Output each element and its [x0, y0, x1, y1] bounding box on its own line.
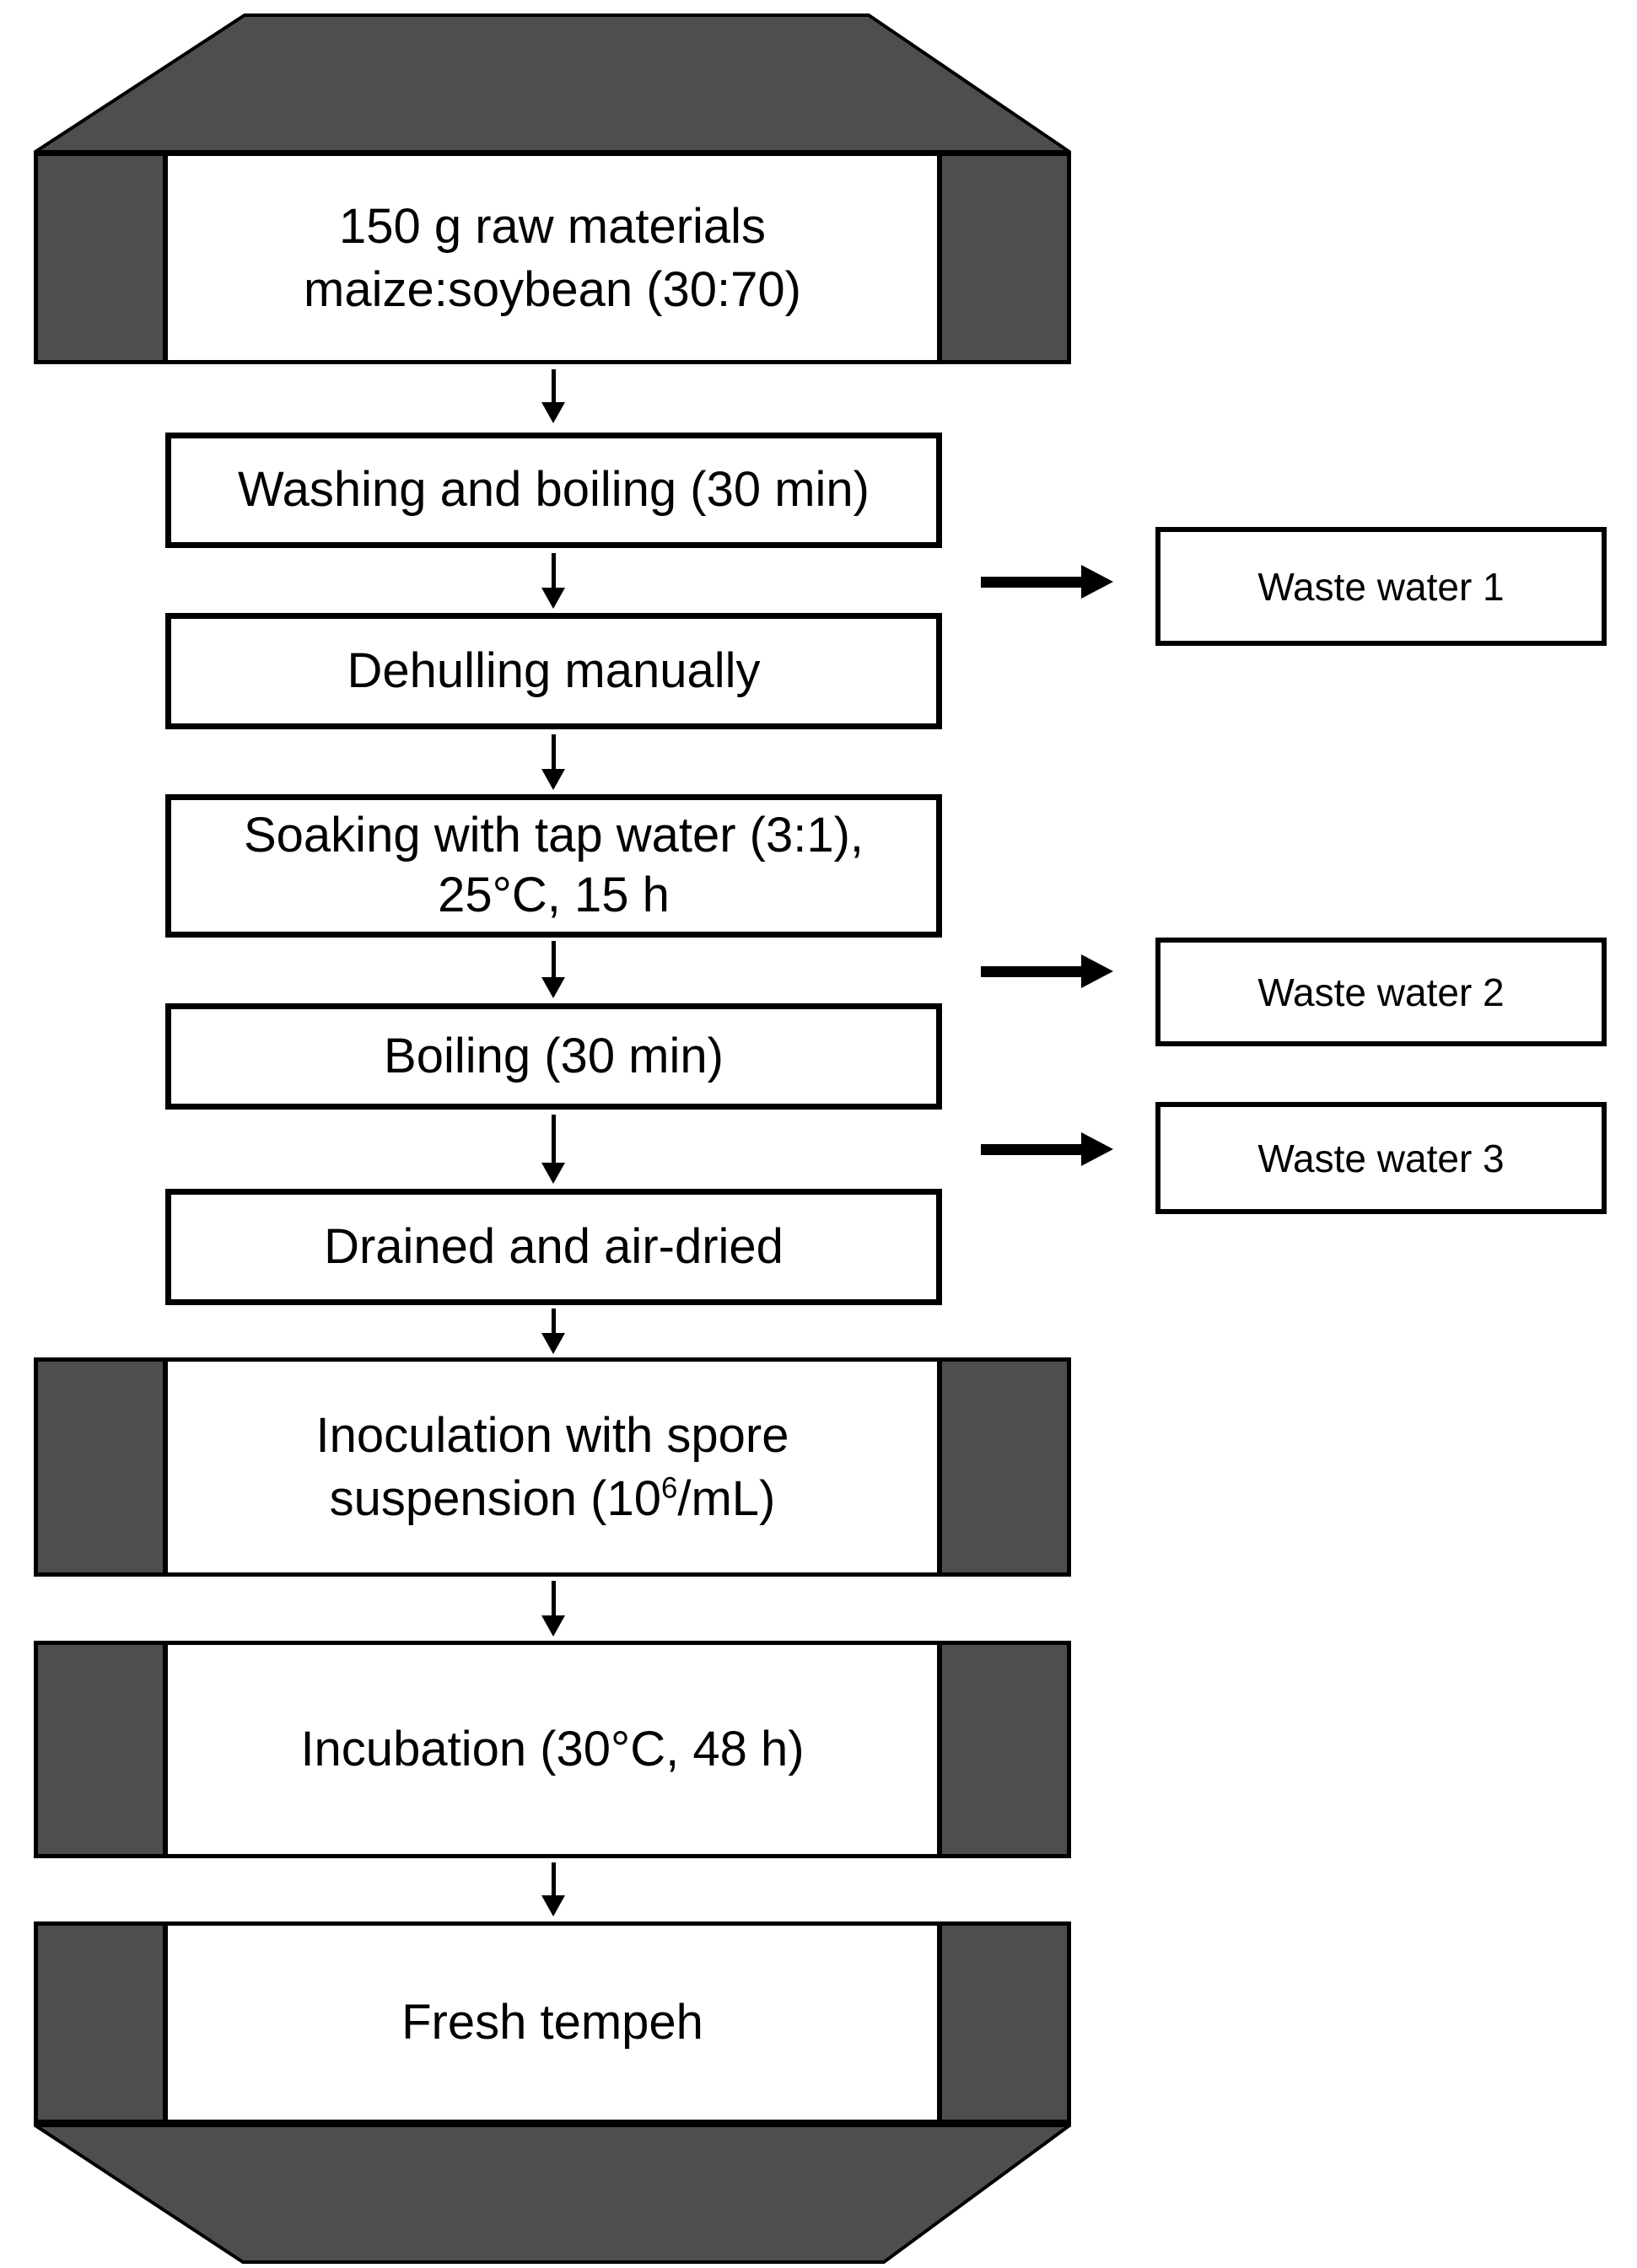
- down-arrow-4: [541, 941, 566, 998]
- node-waste-water-2: Waste water 2: [1155, 938, 1607, 1046]
- left-panel: [38, 156, 163, 360]
- node-drained: Drained and air-dried: [165, 1189, 942, 1305]
- node-inoculation: Inoculation with spore suspension (106/m…: [34, 1357, 1071, 1577]
- down-arrow-7: [541, 1581, 566, 1637]
- down-arrow-3: [541, 734, 566, 790]
- node-raw-materials: 150 g raw materials maize:soybean (30:70…: [34, 152, 1071, 364]
- left-panel: [38, 1362, 163, 1572]
- down-arrow-2: [541, 553, 566, 609]
- node-boiling: Boiling (30 min): [165, 1003, 942, 1110]
- down-arrow-1: [541, 369, 566, 423]
- right-panel: [942, 1362, 1067, 1572]
- right-panel: [942, 1645, 1067, 1854]
- node-inoculation-label: Inoculation with spore suspension (106/m…: [163, 1362, 942, 1572]
- right-arrow-2: [981, 954, 1113, 988]
- down-arrow-5: [541, 1115, 566, 1184]
- node-washing: Washing and boiling (30 min): [165, 433, 942, 548]
- down-arrow-8: [541, 1862, 566, 1916]
- node-fresh-tempeh-label: Fresh tempeh: [163, 1926, 942, 2120]
- hopper-top-trapezoid: [34, 13, 1071, 153]
- down-arrow-6: [541, 1309, 566, 1354]
- right-panel: [942, 156, 1067, 360]
- left-panel: [38, 1926, 163, 2120]
- right-panel: [942, 1926, 1067, 2120]
- node-incubation: Incubation (30°C, 48 h): [34, 1641, 1071, 1858]
- right-arrow-3: [981, 1132, 1113, 1166]
- right-arrow-1: [981, 565, 1113, 599]
- node-fresh-tempeh: Fresh tempeh: [34, 1921, 1071, 2124]
- node-soaking: Soaking with tap water (3:1), 25°C, 15 h: [165, 794, 942, 938]
- node-waste-water-3: Waste water 3: [1155, 1102, 1607, 1214]
- node-dehulling: Dehulling manually: [165, 613, 942, 729]
- hopper-bottom-trapezoid: [34, 2124, 1071, 2264]
- node-raw-materials-label: 150 g raw materials maize:soybean (30:70…: [163, 156, 942, 360]
- node-incubation-label: Incubation (30°C, 48 h): [163, 1645, 942, 1854]
- left-panel: [38, 1645, 163, 1854]
- node-waste-water-1: Waste water 1: [1155, 527, 1607, 646]
